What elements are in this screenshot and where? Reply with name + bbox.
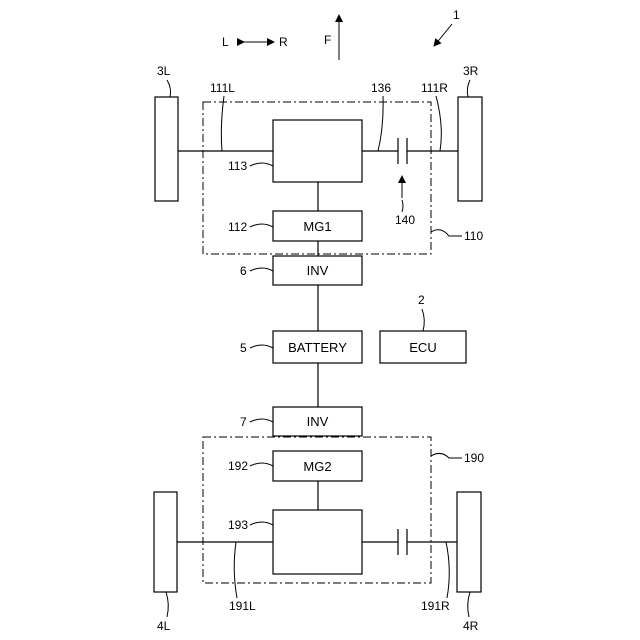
rear-gear-leader [250,522,273,525]
system-ref-label: 1 [453,8,460,22]
mg2-leader [250,463,273,466]
battery-label: BATTERY [288,340,347,355]
mg2-ref-label: 192 [228,459,248,473]
right-direction-label: R [279,35,288,49]
clutch-ref-leader [402,200,403,212]
front-right-wheel-leader [467,80,470,97]
front-right-axle-leader [436,96,441,151]
battery-leader [250,345,273,348]
left-direction-label: L [222,35,229,49]
system-reference: 1 [434,8,460,46]
rear-unit-ref-label: 190 [464,451,484,465]
front-left-axle-leader [221,96,224,151]
mg1-leader [250,224,273,227]
rear-left-wheel-label: 4L [157,619,171,633]
front-right-wheel-label: 3R [463,64,479,78]
rear-right-wheel-label: 4R [463,619,479,633]
front-shaft-ref-label: 136 [371,81,391,95]
front-unit-ref-label: 110 [464,229,483,243]
front-right-wheel [458,97,482,201]
rear-unit-leader [431,453,462,458]
rear-gear-box [273,510,362,574]
rear-right-wheel [457,492,481,592]
rear-right-axle-label: 191R [421,599,450,613]
front-gear-leader [250,163,273,166]
mg1-label: MG1 [303,219,331,234]
clutch-ref-label: 140 [395,213,415,227]
rear-left-wheel [154,492,177,592]
front-left-wheel-label: 3L [157,64,171,78]
forward-direction-label: F [324,33,331,47]
rear-left-wheel-leader [166,592,168,617]
rear-inverter-ref-label: 7 [240,415,247,429]
front-left-wheel-leader [167,80,171,97]
battery-ref-label: 5 [240,341,247,355]
front-inverter-leader [250,268,273,271]
front-inverter-ref-label: 6 [240,264,247,278]
rear-right-wheel-leader [468,592,470,617]
front-gear-ref-label: 113 [228,159,247,173]
rear-right-axle-leader [446,542,449,598]
system-ref-arrow [434,24,452,46]
rear-gear-ref-label: 193 [228,518,248,532]
front-left-wheel [155,97,178,201]
mg2-label: MG2 [303,459,331,474]
front-left-axle-label: 111L [210,81,235,95]
ecu-ref-label: 2 [418,293,425,307]
front-right-axle-label: 111R [421,81,448,95]
rear-inverter-label: INV [307,414,329,429]
ecu-label: ECU [409,340,436,355]
mg1-ref-label: 112 [228,220,247,234]
rear-left-axle-label: 191L [229,599,256,613]
front-gear-box [273,120,362,182]
front-inverter-label: INV [307,263,329,278]
front-unit-leader [431,230,462,236]
rear-inverter-leader [250,419,273,422]
front-shaft-leader [378,96,383,151]
rear-left-axle-leader [234,542,237,598]
orientation-indicator: L R F [222,15,339,60]
ecu-leader [422,309,424,331]
